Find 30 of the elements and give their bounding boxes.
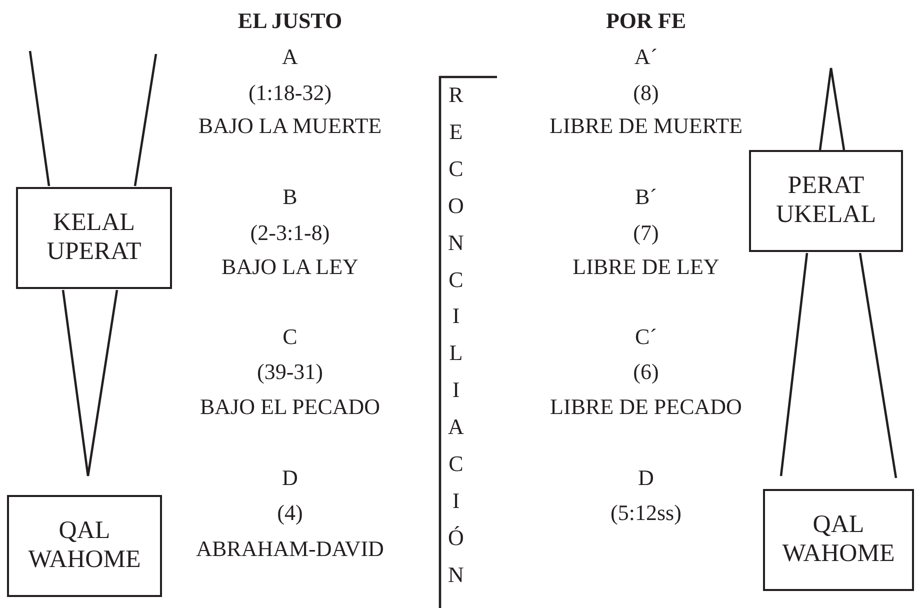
text-line: (5:12ss) — [610, 502, 682, 524]
text-line: BAJO LA LEY — [222, 256, 358, 278]
text-line: (1:18-32) — [248, 82, 332, 104]
name-box: QAL WAHOME — [7, 495, 162, 597]
text-line: (6) — [633, 361, 659, 383]
text-line: LIBRE DE PECADO — [550, 396, 742, 418]
text-line: A´ — [634, 46, 658, 68]
text-line: C — [282, 326, 298, 348]
text-line: (7) — [633, 222, 659, 244]
text-line: (4) — [277, 502, 303, 524]
text-line: LIBRE DE MUERTE — [550, 115, 742, 137]
text-line: ABRAHAM-DAVID — [196, 538, 384, 560]
text-line: C´ — [635, 326, 657, 348]
text-line: B — [282, 186, 298, 208]
text-line: BAJO LA MUERTE — [198, 115, 382, 137]
text-line: B´ — [635, 186, 657, 208]
name-box: QAL WAHOME — [763, 489, 914, 591]
name-box: PERAT UKELAL — [749, 150, 903, 252]
text-line: A — [282, 46, 298, 68]
text-line: (2-3:1-8) — [250, 222, 330, 244]
text-line: BAJO EL PECADO — [200, 396, 380, 418]
text-line: D — [638, 467, 654, 489]
vertical-label: RECONCILIACIÓN — [448, 81, 464, 589]
column-heading: POR FE — [606, 10, 686, 32]
text-line: (8) — [633, 82, 659, 104]
text-line: (39-31) — [257, 361, 323, 383]
text-line: D — [282, 467, 298, 489]
column-heading: EL JUSTO — [238, 10, 342, 32]
name-box: KELAL UPERAT — [16, 187, 172, 289]
text-line: LIBRE DE LEY — [572, 256, 720, 278]
